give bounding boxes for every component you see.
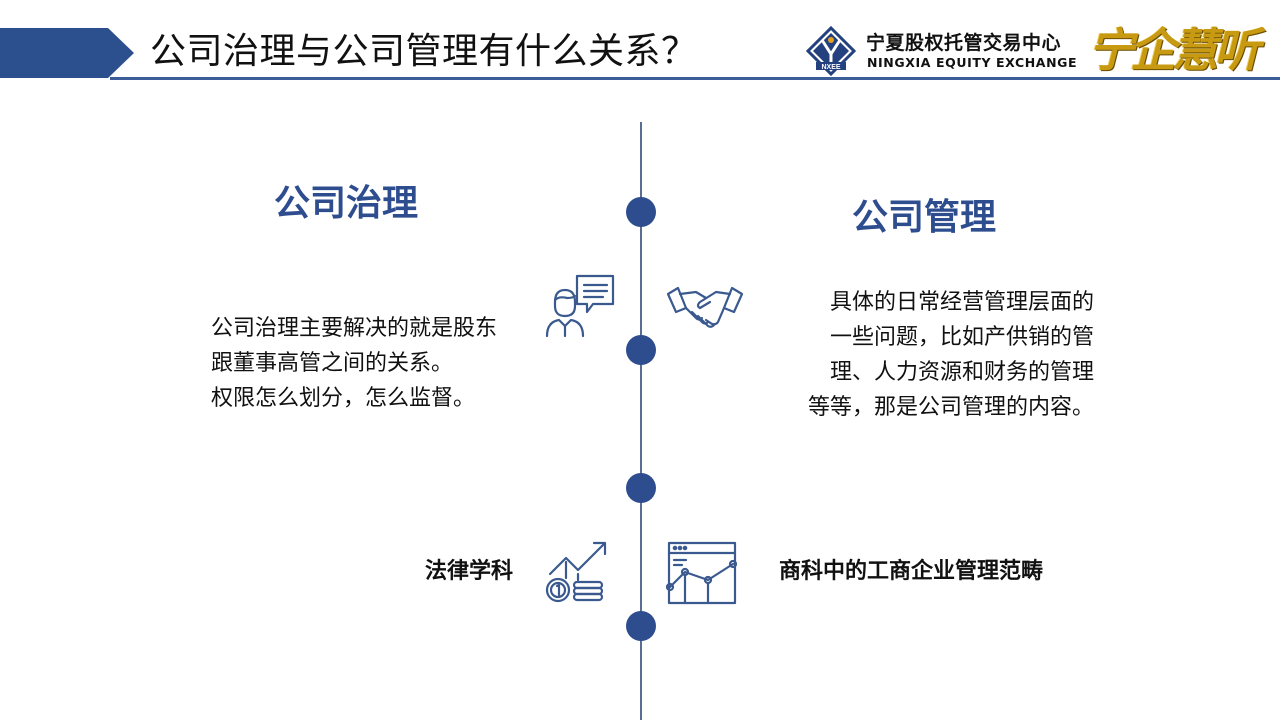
calligraphy-logo: 宁企慧听 (1088, 23, 1260, 77)
left-description-line: 公司治理主要解决的就是股东 (211, 316, 498, 341)
timeline-dot (626, 197, 656, 227)
right-label: 商科中的工商企业管理范畴 (779, 559, 1044, 584)
timeline-dot (626, 611, 656, 641)
right-description-line: 理、人力资源和财务的管理 (829, 360, 1094, 385)
right-heading: 公司管理 (852, 197, 997, 238)
left-label: 法律学科 (425, 559, 514, 584)
coins-growth-icon (545, 541, 607, 603)
left-description-line: 权限怎么划分，怎么监督。 (211, 386, 476, 411)
logo-text-en: NINGXIA EQUITY EXCHANGE (867, 55, 1078, 70)
left-heading: 公司治理 (274, 183, 419, 224)
line-chart-window-icon (666, 541, 738, 605)
timeline-line (640, 122, 642, 720)
right-description-line: 一些问题，比如产供销的管 (829, 325, 1094, 350)
logo-text-cn: 宁夏股权托管交易中心 (866, 32, 1062, 54)
left-description: 公司治理主要解决的就是股东 跟董事高管之间的关系。 权限怎么划分，怎么监督。 (211, 311, 497, 416)
right-description: 具体的日常经营管理层面的 一些问题，比如产供销的管 理、人力资源和财务的管理 等… (780, 285, 1094, 425)
left-description-line: 跟董事高管之间的关系。 (211, 351, 454, 376)
timeline-dot (626, 473, 656, 503)
handshake-icon (666, 286, 744, 328)
right-description-line: 等等，那是公司管理的内容。 (807, 395, 1094, 420)
logo-badge-text: NXEE (821, 64, 840, 71)
right-description-line: 具体的日常经营管理层面的 (829, 290, 1094, 315)
timeline-dot (626, 335, 656, 365)
person-chat-icon (545, 274, 615, 338)
header-rule (110, 77, 1280, 80)
nxee-logo-icon: NXEE (806, 26, 856, 76)
title-banner-arrow (0, 28, 134, 78)
slide-title: 公司治理与公司管理有什么关系？ (150, 31, 698, 72)
